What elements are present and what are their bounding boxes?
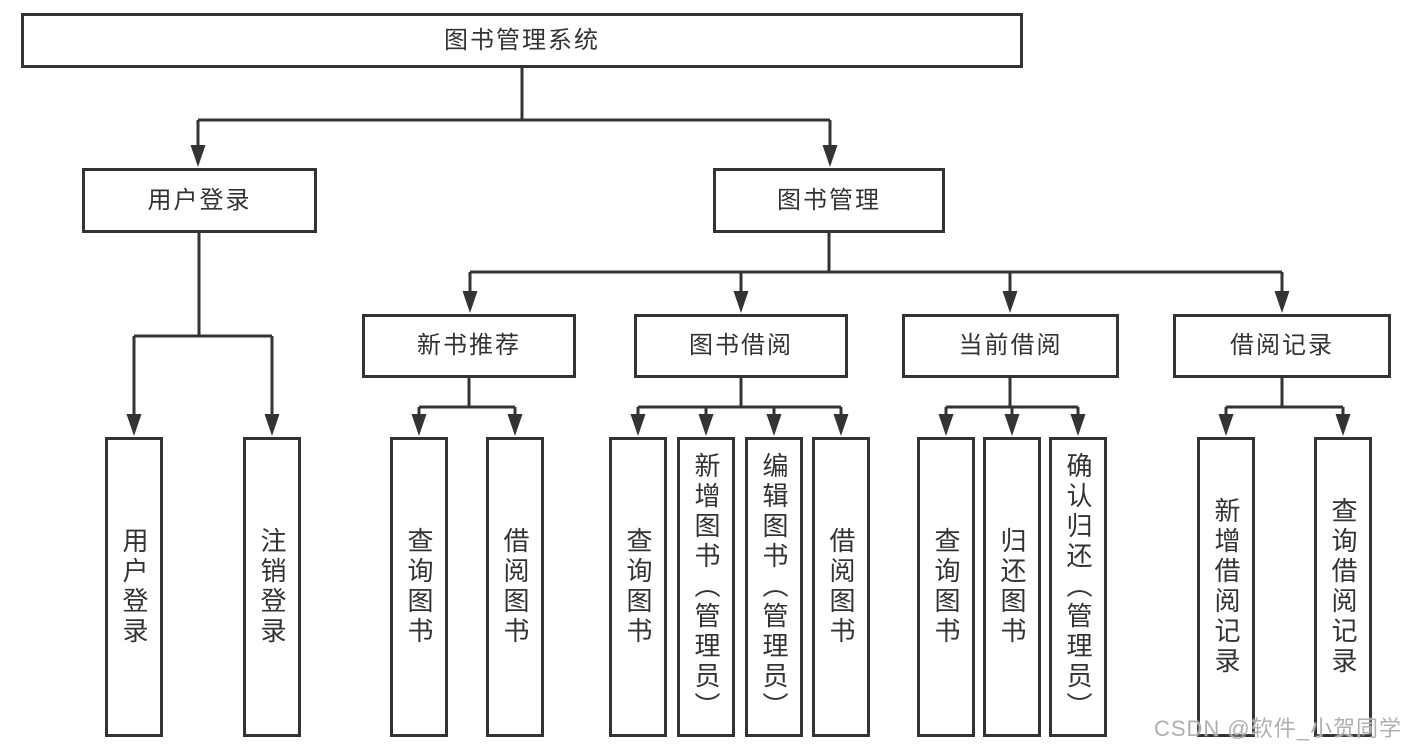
leaf-query-books-current: 查询图书: [917, 437, 975, 737]
arrowhead: [410, 412, 428, 438]
arrowhead: [1069, 412, 1087, 438]
arrowhead: [125, 412, 143, 438]
leaf-add-borrow-record: 新增借阅记录: [1197, 437, 1255, 737]
connector-book-borrowing-to-leaves: [629, 378, 850, 438]
arrowhead: [937, 412, 955, 438]
arrowhead: [1003, 412, 1021, 438]
node-book-borrowing: 图书借阅: [634, 314, 848, 378]
arrowhead: [1001, 289, 1019, 315]
arrowhead: [697, 412, 715, 438]
connector-root-to-level2: [189, 68, 839, 169]
connector-current-borrowing-to-leaves: [937, 378, 1087, 438]
leaf-borrow-books-borrowing: 借阅图书: [812, 437, 870, 737]
arrowhead: [461, 289, 479, 315]
leaf-edit-books-admin: 编辑图书（管理员）: [745, 437, 803, 737]
csdn-watermark: CSDN @软件_小贺同学: [1153, 716, 1402, 741]
arrowhead: [263, 412, 281, 438]
connector-user-login-to-leaves: [125, 232, 281, 438]
leaf-return-books: 归还图书: [983, 437, 1041, 737]
node-current-borrowing: 当前借阅: [902, 314, 1119, 378]
arrowhead: [765, 412, 783, 438]
leaf-add-books-admin: 新增图书（管理员）: [677, 437, 735, 737]
connector-new-book-recommendation-to-leaves: [410, 378, 524, 438]
arrowhead: [1273, 289, 1291, 315]
node-borrowing-records: 借阅记录: [1173, 314, 1391, 378]
leaf-query-borrow-record: 查询借阅记录: [1314, 437, 1372, 737]
leaf-user-login: 用户登录: [105, 437, 163, 737]
node-user-login: 用户登录: [82, 168, 317, 233]
leaf-query-books-borrowing: 查询图书: [609, 437, 667, 737]
leaf-borrow-books-recommend: 借阅图书: [486, 437, 544, 737]
leaf-confirm-return-admin: 确认归还（管理员）: [1049, 437, 1107, 737]
leaf-logout: 注销登录: [243, 437, 301, 737]
arrowhead: [832, 412, 850, 438]
arrowhead: [506, 412, 524, 438]
connector-book-management-to-level3: [461, 232, 1291, 315]
arrowhead: [821, 143, 839, 169]
arrowhead: [1217, 412, 1235, 438]
arrowhead: [732, 289, 750, 315]
leaf-query-books-recommend: 查询图书: [390, 437, 448, 737]
connector-borrowing-records-to-leaves: [1217, 378, 1352, 438]
arrowhead: [189, 143, 207, 169]
node-new-book-recommendation: 新书推荐: [362, 314, 576, 378]
node-library-management-system: 图书管理系统: [21, 13, 1023, 68]
node-book-management: 图书管理: [713, 168, 945, 233]
arrowhead: [1334, 412, 1352, 438]
arrowhead: [629, 412, 647, 438]
